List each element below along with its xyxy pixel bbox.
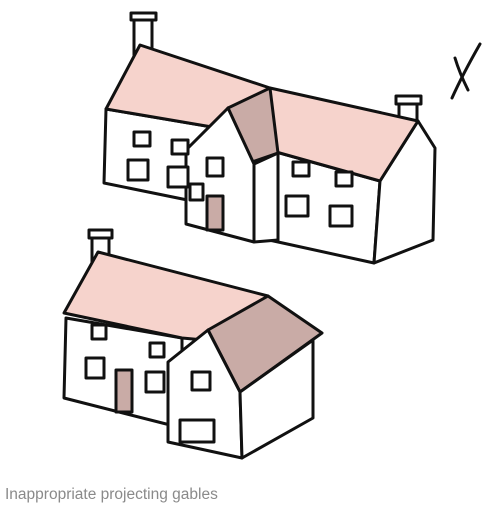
bottom-house-window	[180, 420, 214, 442]
bottom-house-window	[86, 358, 104, 378]
bottom-house-window	[92, 325, 106, 339]
top-house-door	[207, 196, 223, 230]
top-house-window	[128, 160, 148, 180]
figure-caption: Inappropriate projecting gables	[5, 487, 218, 503]
top-house-window	[336, 172, 352, 186]
top-house-window	[286, 196, 308, 216]
bottom-house-window	[150, 343, 164, 357]
top-house-window	[172, 140, 188, 154]
top-house-window	[190, 184, 203, 200]
bottom-house-door	[116, 370, 132, 412]
top-house-window	[330, 206, 352, 226]
top-house-window	[134, 132, 150, 146]
top-house	[104, 13, 435, 263]
bottom-house-window	[192, 372, 210, 390]
top-house-gable-side	[254, 153, 278, 242]
cross-mark-icon	[452, 44, 480, 98]
top-house-window	[207, 158, 223, 176]
bottom-house-window	[146, 372, 164, 392]
top-house-window	[293, 162, 309, 176]
bottom-house	[64, 230, 322, 458]
top-house-window	[168, 167, 188, 187]
